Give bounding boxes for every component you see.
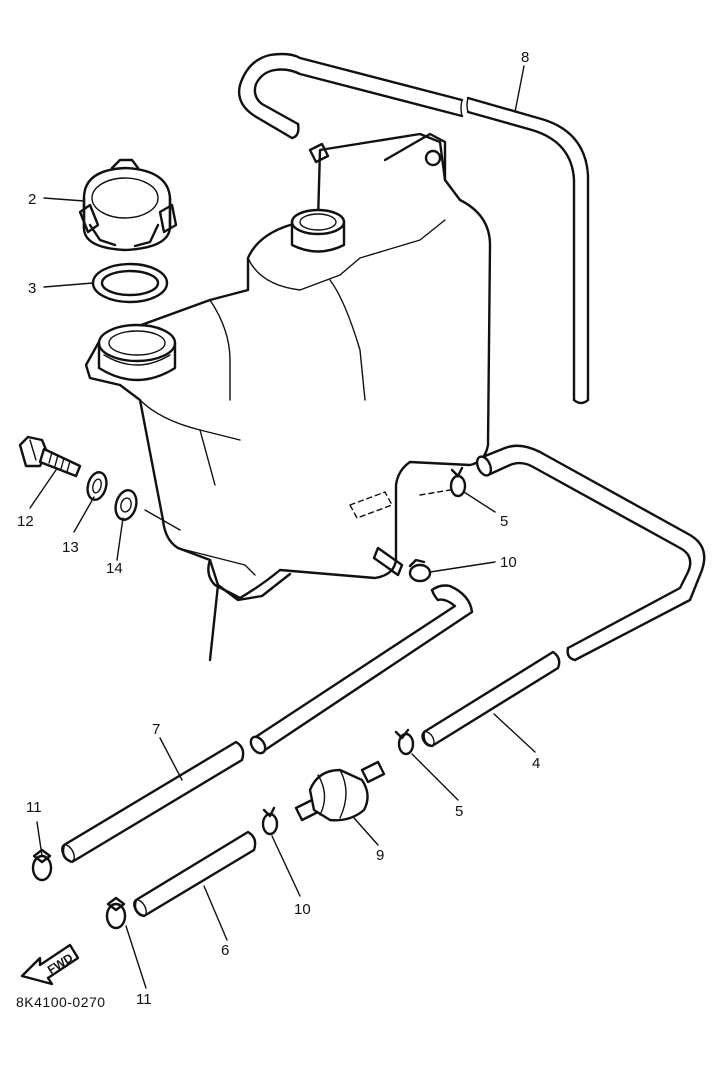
callout-10-upper: 10 (500, 554, 517, 571)
breather-hose (249, 584, 474, 755)
callout-7: 7 (152, 721, 160, 738)
callout-5-lower: 5 (455, 803, 463, 820)
hose-6 (133, 830, 257, 918)
leader-lines (29, 65, 536, 989)
filter-9 (294, 760, 386, 822)
hose-clamp-5-lower (394, 728, 415, 756)
bolt-12 (18, 435, 82, 478)
hose-clamp-10-lower (261, 806, 279, 836)
coolant-reservoir-tank (84, 132, 492, 662)
callout-6: 6 (221, 942, 229, 959)
callout-14: 14 (106, 560, 123, 577)
callout-11-lower: 11 (136, 991, 152, 1008)
hose-7 (61, 740, 245, 864)
hose-4 (421, 650, 561, 748)
callout-5-upper: 5 (500, 513, 508, 530)
callout-3: 3 (28, 280, 36, 297)
hose-clamp-11-lower (105, 896, 127, 930)
drain-hose-right (475, 444, 706, 662)
callout-10-lower: 10 (294, 901, 311, 918)
drawing-code: 8K4100-0270 (16, 994, 106, 1010)
callout-8: 8 (521, 49, 529, 66)
washer-14 (114, 489, 138, 521)
hose-clamp-5-upper (449, 466, 467, 498)
washer-13 (86, 471, 108, 501)
hose-clamp-11-upper (31, 848, 53, 882)
hose-8 (237, 52, 590, 405)
callout-9: 9 (376, 847, 384, 864)
callout-11-upper: 11 (26, 799, 42, 816)
forward-direction-arrow-icon: FWD (20, 943, 80, 986)
reservoir-cap-2 (78, 158, 178, 252)
callout-13: 13 (62, 539, 79, 556)
callout-12: 12 (17, 513, 34, 530)
cap-gasket-3 (91, 262, 169, 304)
hose-clamp-10-upper (408, 558, 432, 583)
callout-4: 4 (532, 755, 540, 772)
callout-2: 2 (28, 191, 36, 208)
